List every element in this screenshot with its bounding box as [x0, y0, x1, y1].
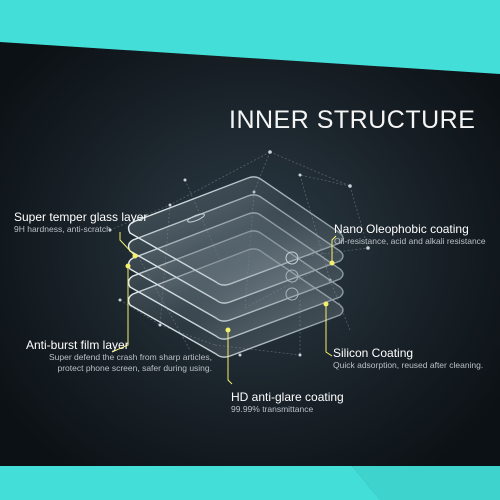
label-title: HD anti-glare coating: [231, 390, 344, 404]
label-subtitle: 9H hardness, anti-scratch: [14, 224, 111, 234]
headline: INNER STRUCTURE: [229, 106, 476, 134]
earpiece-slot: [187, 213, 205, 223]
callout-dots: [125, 253, 335, 333]
glass-layers: [127, 176, 344, 358]
label-title: Anti-burst film layer: [26, 338, 129, 352]
callout-anti-burst: [111, 266, 129, 353]
label-nano-oleophobic: Nano Oleophobic coating Oil-resistance, …: [334, 222, 486, 247]
label-anti-burst-film: Anti-burst film layer Super defend the c…: [26, 338, 212, 374]
network-nodes: [108, 150, 370, 357]
callout-lines: [111, 232, 337, 385]
label-subtitle: 99.99% transmittance: [231, 404, 314, 414]
home-button-hole: [285, 251, 299, 265]
label-title: Super temper glass layer: [14, 210, 148, 224]
label-title: Silicon Coating: [333, 346, 414, 360]
callout-silicon: [325, 304, 333, 357]
bottom-frame-strip: [0, 466, 380, 500]
home-button-hole-2: [285, 269, 299, 283]
label-hd-anti-glare: HD anti-glare coating 99.99% transmittan…: [231, 390, 344, 415]
label-subtitle: Super defend the crash from sharp articl…: [49, 352, 212, 362]
label-subtitle-line2: protect phone screen, safer during using…: [57, 363, 212, 373]
callout-hd-anti-glare: [227, 330, 233, 385]
label-subtitle: Quick adsorption, reused after cleaning.: [333, 360, 484, 370]
bottom-right-tab: [352, 466, 500, 500]
glass-layer-1: [127, 176, 344, 286]
label-title: Nano Oleophobic coating: [334, 222, 469, 236]
callout-nano-oleophobic: [331, 235, 337, 263]
label-subtitle: Oil-resistance, acid and alkali resistan…: [334, 236, 486, 246]
home-button-hole-3: [285, 287, 299, 301]
label-silicon-coating: Silicon Coating Quick adsorption, reused…: [333, 346, 483, 371]
label-super-temper-glass: Super temper glass layer 9H hardness, an…: [14, 210, 147, 235]
callout-super-temper: [119, 232, 136, 257]
